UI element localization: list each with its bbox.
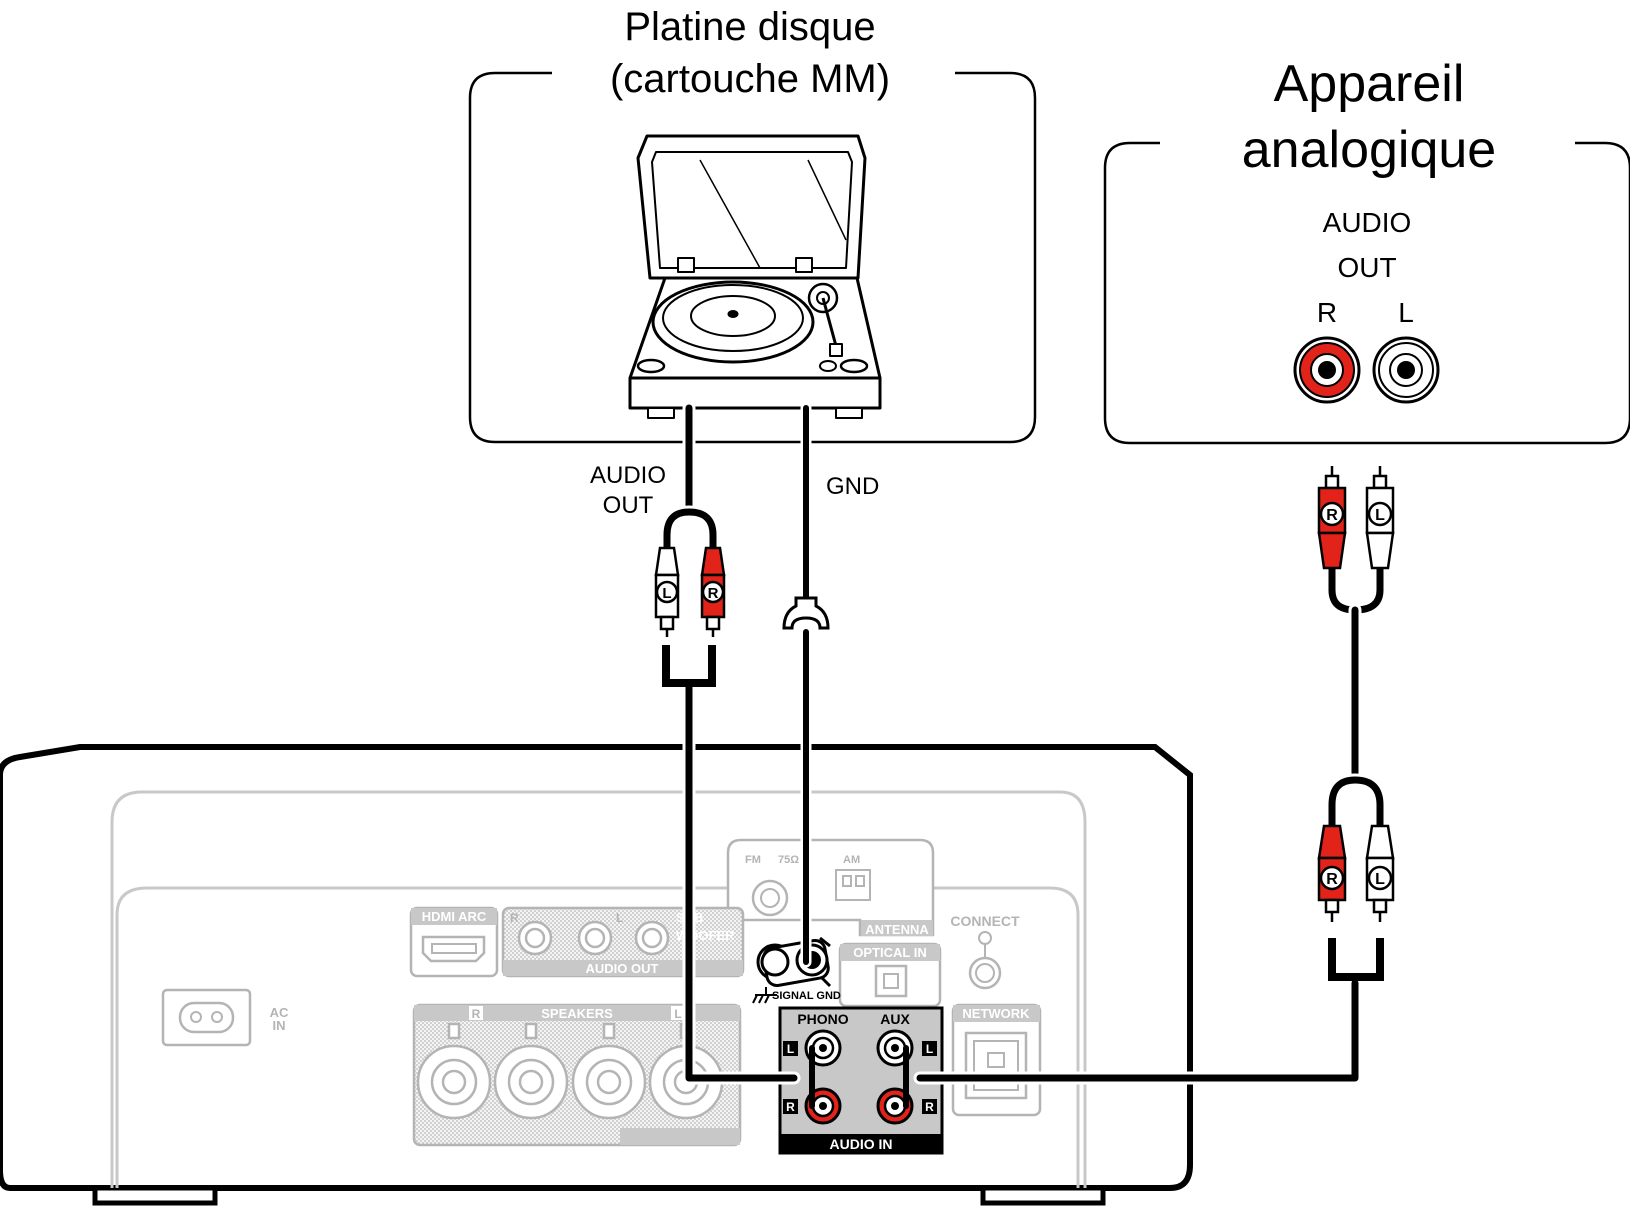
turntable-title-line1: Platine disque	[624, 5, 875, 49]
aux-jack-l	[876, 1029, 914, 1067]
optical-in-label: OPTICAL IN	[853, 945, 926, 960]
hdmi-arc-label: HDMI ARC	[422, 909, 487, 924]
analog-device-title-line2: analogique	[1242, 121, 1496, 179]
receiver-foot-right	[980, 1185, 1106, 1206]
ground-symbol-icon	[752, 987, 777, 1004]
turntable-plug-r-label: R	[708, 585, 719, 602]
phono-l-badge: L	[787, 1042, 794, 1056]
turntable-plug-end	[662, 645, 716, 687]
aux-label: AUX	[880, 1011, 910, 1027]
analog-plug-l-lower	[1365, 824, 1395, 922]
analog-plug-r-upper-label: R	[1326, 507, 1338, 524]
phono-jack-r	[804, 1087, 842, 1125]
analog-plug-end	[1328, 938, 1384, 981]
turntable-audio-out-line2: OUT	[603, 492, 654, 519]
audio-out-r-label: R	[510, 911, 519, 925]
am-terminal	[835, 869, 871, 901]
analog-jack-l	[1372, 336, 1440, 404]
analog-device-frame	[1103, 141, 1630, 445]
analog-r-label: R	[1317, 297, 1337, 328]
ac-in-label-line1: AC	[270, 1005, 289, 1020]
audio-out-l-label: L	[616, 911, 623, 925]
turntable-title-line2: (cartouche MM)	[610, 57, 890, 101]
optical-port	[874, 964, 908, 998]
receiver-foot-left	[92, 1185, 218, 1206]
gnd-label: GND	[826, 473, 879, 500]
turntable-plug-l	[654, 546, 680, 637]
signal-gnd-terminal	[756, 936, 832, 988]
aux-r-badge: R	[925, 1100, 934, 1114]
speakers-l-label: L	[674, 1007, 681, 1021]
speakers-r-label: R	[472, 1007, 481, 1021]
phono-r-badge: R	[786, 1100, 795, 1114]
audio-in-label: AUDIO IN	[830, 1136, 893, 1152]
ac-in-label-line2: IN	[273, 1018, 286, 1033]
connect-label: CONNECT	[950, 913, 1020, 929]
turntable-plug-l-label: L	[662, 585, 671, 602]
audio-out-label: AUDIO OUT	[586, 961, 659, 976]
turntable-frame	[468, 71, 1037, 444]
fm-jack	[751, 879, 789, 917]
audio-out-jacks	[517, 920, 670, 956]
analog-jack-r	[1293, 336, 1361, 404]
phono-label: PHONO	[797, 1011, 848, 1027]
cables	[660, 401, 1387, 1109]
analog-plug-r-lower-label: R	[1326, 871, 1338, 888]
analog-audio-out-line2: OUT	[1337, 252, 1396, 283]
speakers-label: SPEAKERS	[541, 1006, 613, 1021]
turntable-audio-out-line1: AUDIO	[590, 462, 666, 489]
analog-device-title-line1: Appareil	[1274, 55, 1465, 113]
aux-l-badge: L	[926, 1042, 933, 1056]
turntable-plug-r	[700, 546, 726, 637]
signal-gnd-label: SIGNAL GND	[772, 990, 841, 1002]
analog-l-label: L	[1398, 297, 1414, 328]
analog-plug-l-lower-label: L	[1375, 871, 1385, 888]
analog-plug-l-upper	[1365, 466, 1395, 570]
antenna-ohm-label: 75Ω	[778, 854, 799, 866]
analog-plug-r-lower	[1317, 824, 1347, 922]
analog-audio-out-line1: AUDIO	[1323, 207, 1412, 238]
back-panel-inner	[115, 886, 1080, 1188]
turntable-icon	[628, 134, 882, 419]
antenna-label: ANTENNA	[865, 922, 929, 937]
gnd-spade-lug	[782, 596, 830, 630]
analog-plug-r-upper	[1317, 466, 1347, 570]
ethernet-port	[964, 1031, 1028, 1100]
antenna-fm-label: FM	[745, 854, 761, 866]
analog-plug-l-upper-label: L	[1375, 507, 1385, 524]
network-label: NETWORK	[962, 1006, 1030, 1021]
connect-button	[968, 956, 1002, 990]
back-panel-outer	[110, 790, 1087, 1188]
antenna-am-label: AM	[843, 854, 860, 866]
